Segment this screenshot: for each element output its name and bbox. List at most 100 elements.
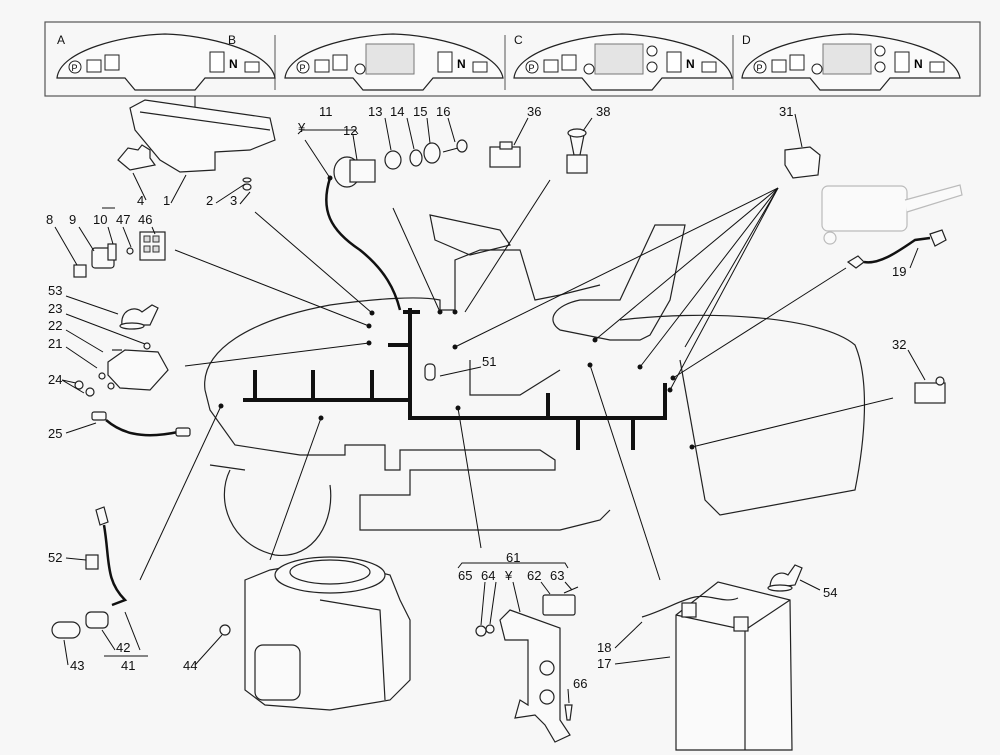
callout-3[interactable]: 3 <box>230 193 237 208</box>
clip-51[interactable] <box>424 363 436 381</box>
variant-label-d: D <box>742 33 751 47</box>
fuel-icon <box>771 59 787 73</box>
callout-44[interactable]: 44 <box>183 658 197 673</box>
clip-52[interactable] <box>85 554 99 570</box>
pto-knob-38[interactable] <box>566 128 588 174</box>
callout-21[interactable]: 21 <box>48 336 62 351</box>
light-cable-41[interactable] <box>95 506 128 607</box>
relay[interactable] <box>91 243 117 269</box>
ignition-key-icon <box>354 63 366 75</box>
engine[interactable] <box>244 556 411 711</box>
starter-solenoid[interactable] <box>98 349 169 391</box>
washer-3[interactable] <box>242 183 252 191</box>
ignition-switch[interactable] <box>327 156 376 188</box>
callout-32[interactable]: 32 <box>892 337 906 352</box>
dashboard-bracket[interactable] <box>117 144 157 171</box>
kit-marker-11: ¥ <box>297 120 306 135</box>
key-16[interactable] <box>442 139 468 153</box>
nut-24a[interactable] <box>74 380 84 390</box>
callout-24[interactable]: 24 <box>48 372 62 387</box>
callout-8[interactable]: 8 <box>46 212 53 227</box>
battery-icon <box>244 61 260 73</box>
nut-23[interactable] <box>143 342 151 350</box>
callout-54[interactable]: 54 <box>823 585 837 600</box>
callout-2[interactable]: 2 <box>206 193 213 208</box>
callout-66[interactable]: 66 <box>573 676 587 691</box>
callout-18[interactable]: 18 <box>597 640 611 655</box>
callout-25[interactable]: 25 <box>48 426 62 441</box>
dashboard-console[interactable] <box>129 99 276 173</box>
washer-14[interactable] <box>409 149 423 167</box>
fuse[interactable] <box>73 264 87 278</box>
callout-42[interactable]: 42 <box>116 640 130 655</box>
terminal-cover-54[interactable] <box>767 564 803 592</box>
switch-31[interactable] <box>784 146 821 179</box>
actuator-ghost <box>821 184 963 245</box>
callout-47[interactable]: 47 <box>116 212 130 227</box>
screw-66[interactable] <box>564 704 573 721</box>
nut-24b[interactable] <box>85 387 95 397</box>
bezel-13[interactable] <box>384 150 402 170</box>
fuse-box[interactable] <box>139 231 166 261</box>
microswitch-62[interactable] <box>542 594 576 616</box>
parking-brake-glyph: P <box>72 63 78 73</box>
callout-65[interactable]: 65 <box>458 568 472 583</box>
callout-19[interactable]: 19 <box>892 264 906 279</box>
callout-23[interactable]: 23 <box>48 301 62 316</box>
nut-15[interactable] <box>423 142 441 164</box>
bulb-43[interactable] <box>51 621 81 639</box>
down-arrow-icon <box>646 61 658 73</box>
callout-64[interactable]: 64 <box>481 568 495 583</box>
callout-22[interactable]: 22 <box>48 318 62 333</box>
callout-1[interactable]: 1 <box>163 193 170 208</box>
nut-64[interactable] <box>485 624 495 634</box>
cable-19[interactable] <box>846 229 947 269</box>
callout-43[interactable]: 43 <box>70 658 84 673</box>
microswitch-32[interactable] <box>914 376 946 404</box>
callout-9[interactable]: 9 <box>69 212 76 227</box>
rocker-switch-36[interactable] <box>489 141 521 168</box>
battery-icon <box>472 61 488 73</box>
callout-52[interactable]: 52 <box>48 550 62 565</box>
battery[interactable] <box>675 581 793 751</box>
terminal-cover-53[interactable] <box>119 304 159 330</box>
wiring-harness <box>243 177 667 450</box>
callout-16[interactable]: 16 <box>436 104 450 119</box>
callout-13[interactable]: 13 <box>368 104 382 119</box>
callout-10[interactable]: 10 <box>93 212 107 227</box>
callout-53[interactable]: 53 <box>48 283 62 298</box>
parking-brake-icon <box>68 60 82 74</box>
cable-25[interactable] <box>91 411 191 437</box>
lcd-display <box>822 43 872 75</box>
neutral-glyph: N <box>457 57 466 71</box>
fuel-icon <box>314 59 330 73</box>
callout-41[interactable]: 41 <box>121 658 135 673</box>
callout-51[interactable]: 51 <box>482 354 496 369</box>
callout-61[interactable]: 61 <box>506 550 520 565</box>
screw-63[interactable] <box>563 586 579 594</box>
bulb-socket-42[interactable] <box>85 611 109 629</box>
nut-65[interactable] <box>475 625 487 637</box>
callout-46[interactable]: 46 <box>138 212 152 227</box>
parking-brake-icon <box>525 60 539 74</box>
callout-31[interactable]: 31 <box>779 104 793 119</box>
callout-14[interactable]: 14 <box>390 104 404 119</box>
callout-36[interactable]: 36 <box>527 104 541 119</box>
battery-cable-18[interactable] <box>641 595 739 618</box>
screw-47[interactable] <box>126 247 134 255</box>
switch-bracket-61[interactable] <box>499 609 571 743</box>
tractor-outline <box>204 214 866 556</box>
callout-15[interactable]: 15 <box>413 104 427 119</box>
callout-62[interactable]: 62 <box>527 568 541 583</box>
callout-11[interactable]: 11 <box>319 104 333 119</box>
callout-38[interactable]: 38 <box>596 104 610 119</box>
callout-17[interactable]: 17 <box>597 656 611 671</box>
fuel-icon <box>86 59 102 73</box>
callout-63[interactable]: 63 <box>550 568 564 583</box>
mower-engage-icon <box>789 54 805 71</box>
callout-4[interactable]: 4 <box>137 193 144 208</box>
nut-2[interactable] <box>242 177 252 183</box>
nut-44[interactable] <box>219 624 231 636</box>
callout-12[interactable]: 12 <box>343 123 357 138</box>
